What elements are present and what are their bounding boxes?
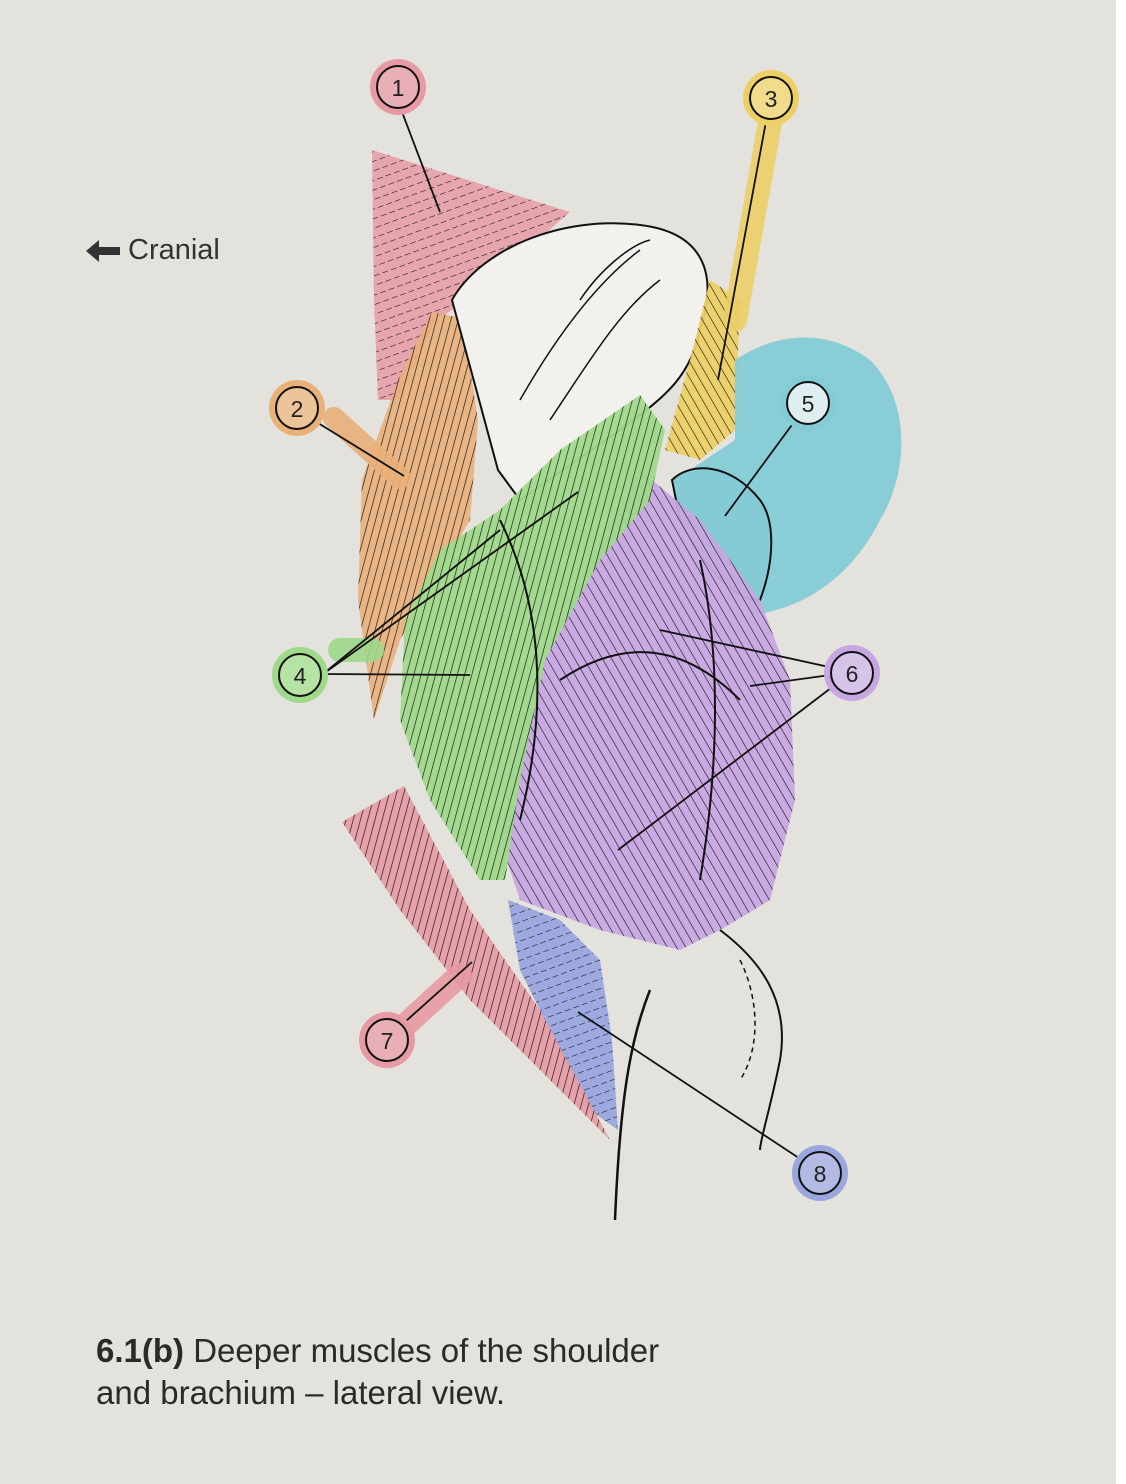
label-4[interactable]: 4 <box>272 647 328 703</box>
svg-text:2: 2 <box>291 396 304 422</box>
muscle-region-4 <box>328 395 665 880</box>
figure-number: 6.1(b) <box>96 1332 185 1369</box>
cranial-direction-indicator: Cranial <box>86 234 220 267</box>
muscle-region-5 <box>670 337 902 615</box>
label-5[interactable]: 5 <box>780 375 836 431</box>
svg-text:6: 6 <box>846 661 859 687</box>
label-7[interactable]: 7 <box>359 1012 415 1068</box>
elbow-outline <box>613 929 783 1221</box>
svg-text:7: 7 <box>381 1028 394 1054</box>
cranial-label: Cranial <box>128 234 220 266</box>
label-2[interactable]: 2 <box>269 380 325 436</box>
arrow-left-icon <box>86 239 120 262</box>
page-edge <box>1116 0 1126 1484</box>
muscle-region-8 <box>508 900 618 1130</box>
label-8[interactable]: 8 <box>792 1145 848 1201</box>
caption-text: Deeper muscles of the shoulder <box>193 1332 660 1369</box>
muscle-region-2 <box>323 312 478 720</box>
svg-text:8: 8 <box>814 1161 827 1187</box>
svg-text:3: 3 <box>765 86 778 112</box>
svg-text:1: 1 <box>392 75 405 101</box>
figure-caption: 6.1(b) Deeper muscles of the shoulder an… <box>96 1330 736 1414</box>
muscle-region-3 <box>665 88 786 460</box>
caption-text-line2: and brachium – lateral view. <box>96 1374 506 1411</box>
label-6[interactable]: 6 <box>824 645 880 701</box>
muscle-region-6 <box>500 470 795 950</box>
label-3[interactable]: 3 <box>743 70 799 126</box>
svg-text:5: 5 <box>802 391 815 417</box>
muscle-region-7 <box>342 786 610 1140</box>
label-1[interactable]: 1 <box>370 59 426 115</box>
humeral-head <box>450 222 709 502</box>
svg-text:4: 4 <box>294 663 307 689</box>
